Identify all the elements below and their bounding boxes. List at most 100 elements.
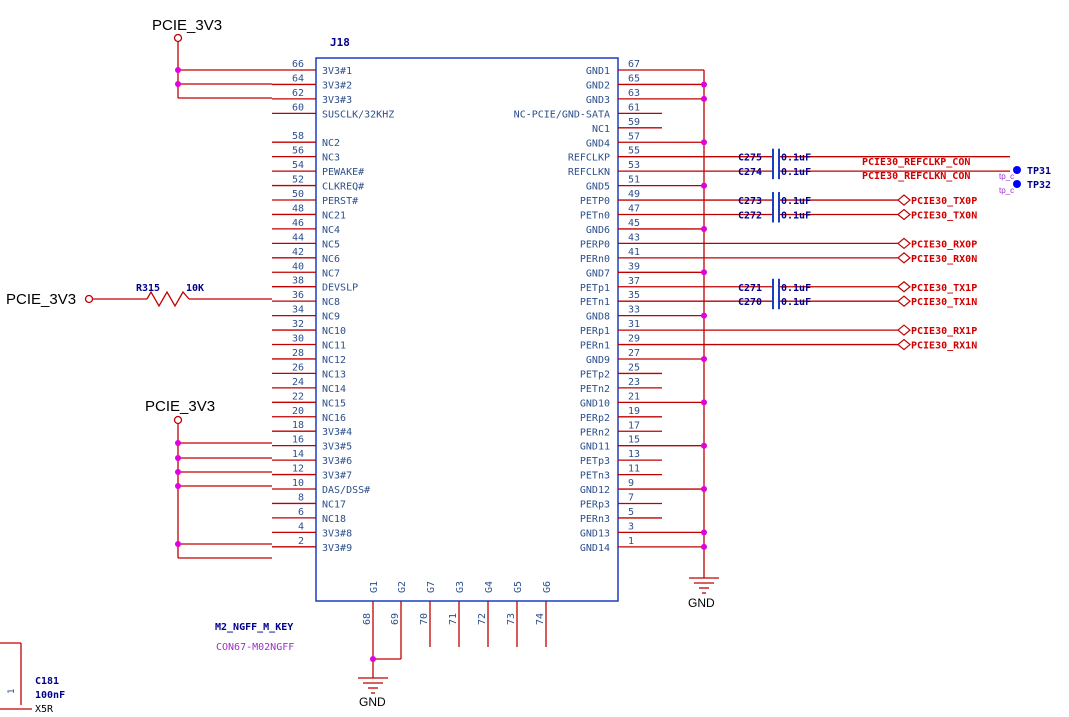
right-pin-label: PERp1 — [580, 326, 610, 337]
left-pin-label: 3V3#1 — [322, 66, 352, 77]
right-pin-number: 49 — [628, 189, 640, 200]
right-pin-label: GND13 — [580, 528, 610, 539]
capacitor-value: 0.1uF — [781, 211, 811, 222]
series-capacitor: C273 0.1uF — [662, 196, 898, 207]
left-pin-label: 3V3#6 — [322, 456, 352, 467]
testpoint-tag-tp31: tp_c — [999, 172, 1014, 181]
junction-dot — [175, 541, 181, 547]
junction-dot — [701, 312, 707, 319]
net-flag-arrow — [897, 237, 911, 250]
capacitor-value: 0.1uF — [781, 297, 811, 308]
testpoint-tag-tp32: tp_c — [999, 186, 1014, 195]
right-pin-label: GND7 — [586, 268, 610, 279]
junction-dot — [175, 440, 181, 446]
left-pin-number: 30 — [292, 334, 304, 345]
left-pin-number: 46 — [292, 218, 304, 229]
capacitor-value: 0.1uF — [781, 196, 811, 207]
right-pin-label: PERn0 — [580, 254, 610, 265]
net-flag-label: PCIE30_RX0P — [911, 239, 977, 250]
net-flag-label: PCIE30_RX1P — [911, 326, 977, 337]
right-pin-number: 65 — [628, 73, 640, 84]
right-pin-number: 17 — [628, 420, 640, 431]
junction-dot — [175, 469, 181, 475]
left-pin-label: CLKREQ# — [322, 182, 364, 193]
left-pin-label: NC21 — [322, 210, 346, 221]
capacitor-value: 0.1uF — [781, 167, 811, 178]
bottom-pin-label: G4 — [484, 581, 495, 593]
left-pin-label: 3V3#5 — [322, 442, 352, 453]
right-pin-number: 37 — [628, 276, 640, 287]
net-flag-label: PCIE30_RX1N — [911, 341, 977, 352]
right-pin-number: 1 — [628, 536, 634, 547]
bottom-pin-number: 73 — [506, 613, 517, 625]
net-flag: PCIE30_TX0N — [897, 208, 977, 222]
right-pin-number: 15 — [628, 435, 640, 446]
left-pin-label: NC13 — [322, 369, 346, 380]
right-pin-number: 7 — [628, 493, 634, 504]
bottom-pin-label: G3 — [455, 581, 466, 593]
left-pin-number: 54 — [292, 160, 304, 171]
right-pin-number: 51 — [628, 175, 640, 186]
capacitor-ref: C271 — [738, 283, 762, 294]
net-flag-label: PCIE30_TX1P — [911, 283, 977, 294]
junction-dot — [701, 529, 707, 536]
left-pin-label: NC16 — [322, 413, 346, 424]
right-pin-number: 21 — [628, 391, 640, 402]
port-symbol — [84, 294, 94, 304]
right-pin-number: 35 — [628, 290, 640, 301]
testpoint-ref-tp32: TP32 — [1027, 180, 1051, 191]
gnd-label-right: GND — [688, 596, 715, 610]
left-pin-number: 6 — [298, 507, 304, 518]
gnd-label-bottom: GND — [359, 695, 386, 709]
net-flag-arrow — [897, 252, 911, 264]
left-pin-number: 42 — [292, 247, 304, 258]
junction-dot — [701, 442, 707, 449]
net-flag-arrow — [897, 208, 911, 221]
left-pin-label: NC11 — [322, 341, 346, 352]
net-flag-arrow — [897, 194, 911, 206]
connector-ref: J18 — [330, 36, 350, 49]
right-pin-number: 61 — [628, 102, 640, 113]
left-pin-number: 2 — [298, 536, 304, 547]
junction-dot — [701, 356, 707, 362]
left-pin-label: NC5 — [322, 239, 340, 250]
capacitor-ref: C273 — [738, 196, 762, 207]
right-pin-label: GND4 — [586, 138, 610, 149]
left-pin-label: 3V3#7 — [322, 471, 352, 482]
left-pin-label: NC12 — [322, 355, 346, 366]
right-pin-number: 63 — [628, 88, 640, 99]
left-pin-number: 20 — [292, 406, 304, 417]
right-pin-number: 5 — [628, 507, 634, 518]
c181-value: 100nF — [35, 690, 65, 701]
